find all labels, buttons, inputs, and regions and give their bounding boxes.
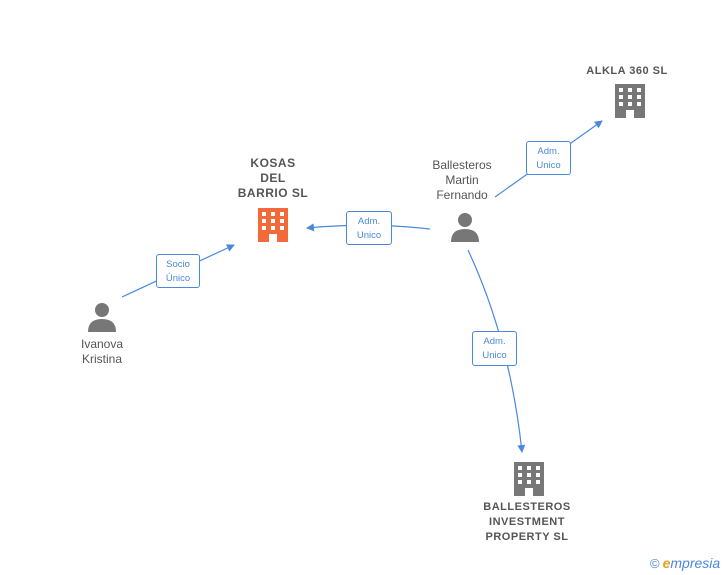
edge-label-adm-unico: Adm. Unico [526,141,571,175]
brand-initial: e [662,555,671,571]
ballesteros-person-label: Ballesteros Martin Fernando [432,158,492,202]
building-icon[interactable] [613,84,647,118]
edge-label-adm-unico: Adm. Unico [472,331,517,366]
ballesteros-investment-label: BALLESTEROS INVESTMENT PROPERTY SL [483,501,571,543]
edge-label-socio-unico: Socio Único [156,254,200,288]
edge-label-adm-unico: Adm. Unico [346,211,392,245]
person-icon[interactable] [449,212,481,242]
alkla-label: ALKLA 360 SL [586,65,668,77]
brand-name: mpresia [670,555,721,571]
person-icon[interactable] [86,302,118,332]
copyright-icon: © [650,556,660,571]
empresia-logo: ©empresia [650,555,720,571]
ivanova-label: Ivanova Kristina [80,337,124,366]
kosas-label: KOSAS DEL BARRIO SL [237,156,309,200]
building-icon[interactable] [256,206,290,242]
building-icon[interactable] [512,460,546,496]
